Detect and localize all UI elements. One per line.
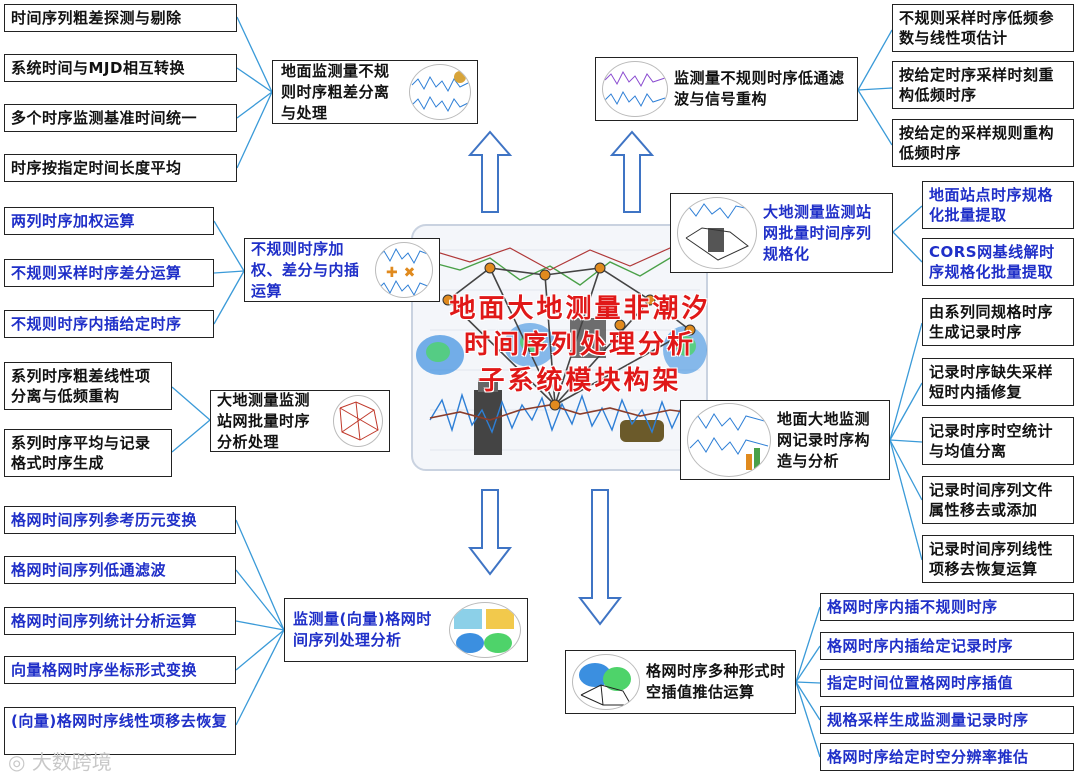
leaf-box[interactable]: 按给定的采样规则重构低频时序	[892, 119, 1074, 167]
chart-thumbnail-icon	[409, 64, 471, 120]
leaf-box[interactable]: 时间序列粗差探测与剔除	[4, 4, 237, 32]
leaf-box[interactable]: (向量)格网时序线性项移去恢复	[4, 707, 236, 755]
leaf-box[interactable]: 格网时间序列低通滤波	[4, 556, 236, 584]
center-title-line1: 地面大地测量非潮汐	[449, 294, 711, 324]
watermark-text: 大数跨境	[31, 750, 112, 774]
hub-label: 不规则时序加权、差分与内插运算	[251, 239, 360, 300]
arrow-down-left	[467, 489, 513, 576]
svg-text:✚ ✖: ✚ ✖	[386, 265, 416, 281]
center-title-line2: 时间序列处理分析	[463, 330, 696, 360]
leaf-box[interactable]: 记录时序缺失采样短时内插修复	[922, 358, 1074, 406]
leaf-box[interactable]: 规格采样生成监测量记录时序	[820, 706, 1074, 734]
leaf-box[interactable]: 不规则采样时序差分运算	[4, 259, 214, 287]
leaf-box[interactable]: 不规则采样时序低频参数与线性项估计	[892, 4, 1074, 52]
hub-weighted[interactable]: 不规则时序加权、差分与内插运算 ✚ ✖	[244, 238, 440, 302]
hub-lowpass[interactable]: 监测量不规则时序低通滤波与信号重构	[595, 57, 858, 121]
chart-thumbnail-icon	[677, 197, 757, 269]
arrow-up-left	[467, 130, 513, 213]
leaf-box[interactable]: 记录时间序列文件属性移去或添加	[922, 476, 1074, 524]
leaf-box[interactable]: 多个时序监测基准时间统一	[4, 104, 237, 132]
leaf-box[interactable]: 格网时间序列统计分析运算	[4, 607, 236, 635]
arrows	[467, 130, 655, 626]
hub-station-net[interactable]: 大地测量监测站网批量时间序列规格化	[670, 193, 893, 273]
leaf-box[interactable]: 地面站点时序规格化批量提取	[922, 181, 1074, 229]
leaf-box[interactable]: 格网时序内插不规则时序	[820, 593, 1074, 621]
leaf-box[interactable]: 格网时序内插给定记录时序	[820, 632, 1074, 660]
leaf-box[interactable]: CORS网基线解时序规格化批量提取	[922, 238, 1074, 286]
leaf-box[interactable]: 记录时序时空统计与均值分离	[922, 417, 1074, 465]
hub-label: 监测量不规则时序低通滤波与信号重构	[674, 69, 845, 108]
leaf-box[interactable]: 两列时序加权运算	[4, 207, 214, 235]
central-image	[411, 224, 708, 471]
hub-record-struct[interactable]: 地面大地监测网记录时序构造与分析	[680, 400, 890, 480]
leaf-box[interactable]: 指定时间位置格网时序插值	[820, 669, 1074, 697]
map-thumbnail-icon	[572, 654, 640, 710]
hub-label: 监测量(向量)格网时间序列处理分析	[293, 610, 432, 649]
hub-label: 地面监测量不规则时序粗差分离与处理	[281, 61, 390, 122]
leaf-box[interactable]: 时序按指定时间长度平均	[4, 154, 237, 182]
hub-label: 大地测量监测站网批量时序分析处理	[217, 390, 311, 451]
hub-label: 大地测量监测站网批量时间序列规格化	[763, 202, 872, 263]
hub-ground-gross[interactable]: 地面监测量不规则时序粗差分离与处理	[272, 60, 478, 124]
hub-label: 格网时序多种形式时空插值推估运算	[646, 662, 786, 701]
chart-thumbnail-icon	[602, 61, 668, 117]
leaf-box[interactable]: 格网时间序列参考历元变换	[4, 506, 236, 534]
center-title-line3: 子系统模块构架	[478, 366, 682, 396]
chart-thumbnail-icon: ✚ ✖	[375, 242, 433, 298]
hub-label: 地面大地监测网记录时序构造与分析	[777, 409, 871, 470]
leaf-box[interactable]: 系列时序粗差线性项分离与低频重构	[4, 362, 172, 410]
leaf-box[interactable]: 系统时间与MJD相互转换	[4, 54, 237, 82]
leaf-box[interactable]: 由系列同规格时序生成记录时序	[922, 298, 1074, 346]
chart-thumbnail-icon	[687, 403, 771, 477]
arrow-down-right	[577, 489, 623, 626]
leaf-box[interactable]: 按给定时序采样时刻重构低频时序	[892, 61, 1074, 109]
arrow-up-right	[609, 130, 655, 213]
wechat-icon: ◎	[8, 750, 26, 774]
hub-grid[interactable]: 监测量(向量)格网时间序列处理分析	[284, 598, 528, 662]
map-thumbnail-icon	[449, 602, 521, 658]
leaf-box[interactable]: 格网时序给定时空分辨率推估	[820, 743, 1074, 771]
hub-interp[interactable]: 格网时序多种形式时空插值推估运算	[565, 650, 796, 714]
hub-batch[interactable]: 大地测量监测站网批量时序分析处理	[210, 390, 390, 452]
watermark: ◎ 大数跨境	[8, 746, 112, 775]
network-thumbnail-icon	[333, 395, 383, 447]
leaf-box[interactable]: 系列时序平均与记录格式时序生成	[4, 429, 172, 477]
leaf-box[interactable]: 记录时间序列线性项移去恢复运算	[922, 535, 1074, 583]
leaf-box[interactable]: 不规则时序内插给定时序	[4, 310, 214, 338]
leaf-box[interactable]: 向量格网时序坐标形式变换	[4, 656, 236, 684]
